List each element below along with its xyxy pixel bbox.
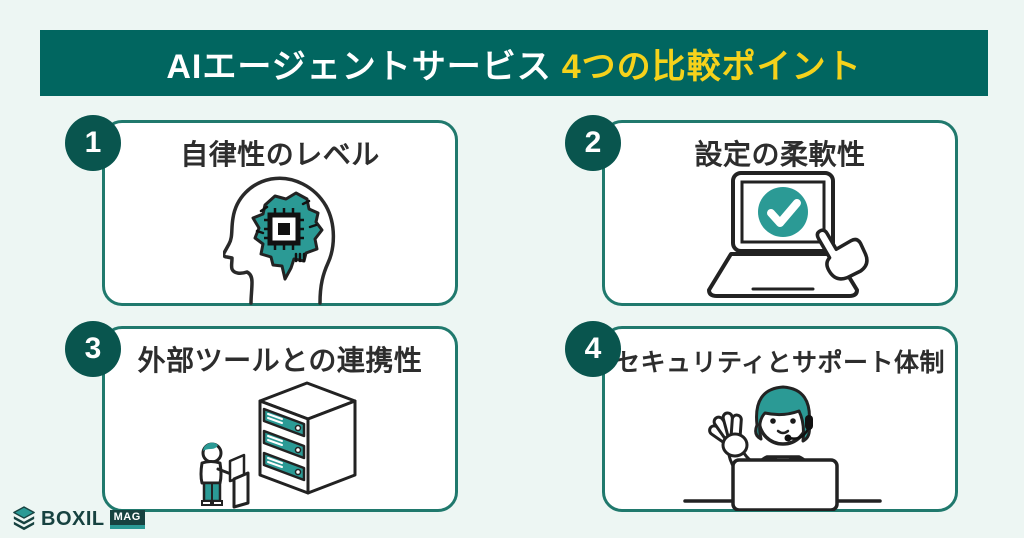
brain-chip-icon	[223, 176, 336, 305]
card-title-3: 外部ツールとの連携性	[137, 345, 423, 376]
boxil-layers-icon	[13, 506, 35, 531]
mag-badge: MAG	[109, 509, 145, 529]
support-agent-icon	[683, 385, 882, 511]
number-badge-3: 3	[65, 321, 121, 377]
mag-badge-text: MAG	[109, 509, 145, 525]
boxil-brand-text: BOXIL	[41, 507, 105, 530]
boxil-mag-logo: BOXIL MAG	[12, 506, 145, 532]
card-setting-flexibility: 2 設定の柔軟性	[565, 115, 958, 306]
card-autonomy-level: 1 自律性のレベル	[65, 115, 458, 306]
number-badge-2: 2	[565, 115, 621, 171]
card-security-support: 4 セキュリティとサポート体制	[565, 321, 958, 512]
card-title-1: 自律性のレベル	[180, 139, 380, 170]
card-external-tool-integration: 3 外部ツールとの連携性	[65, 321, 458, 512]
card-title-2: 設定の柔軟性	[694, 139, 866, 170]
banner-title-white: AIエージェントサービス	[166, 47, 552, 86]
title-banner: AIエージェントサービス 4つの比較ポイント	[40, 30, 988, 96]
number-badge-4: 4	[565, 321, 621, 377]
number-badge-1: 1	[65, 115, 121, 171]
mag-badge-bar	[109, 524, 145, 529]
server-person-icon	[199, 381, 357, 509]
laptop-check-icon	[707, 171, 869, 298]
card-title-4: セキュリティとサポート体制	[614, 349, 945, 377]
banner-title-yellow: 4つの比較ポイント	[561, 47, 862, 86]
